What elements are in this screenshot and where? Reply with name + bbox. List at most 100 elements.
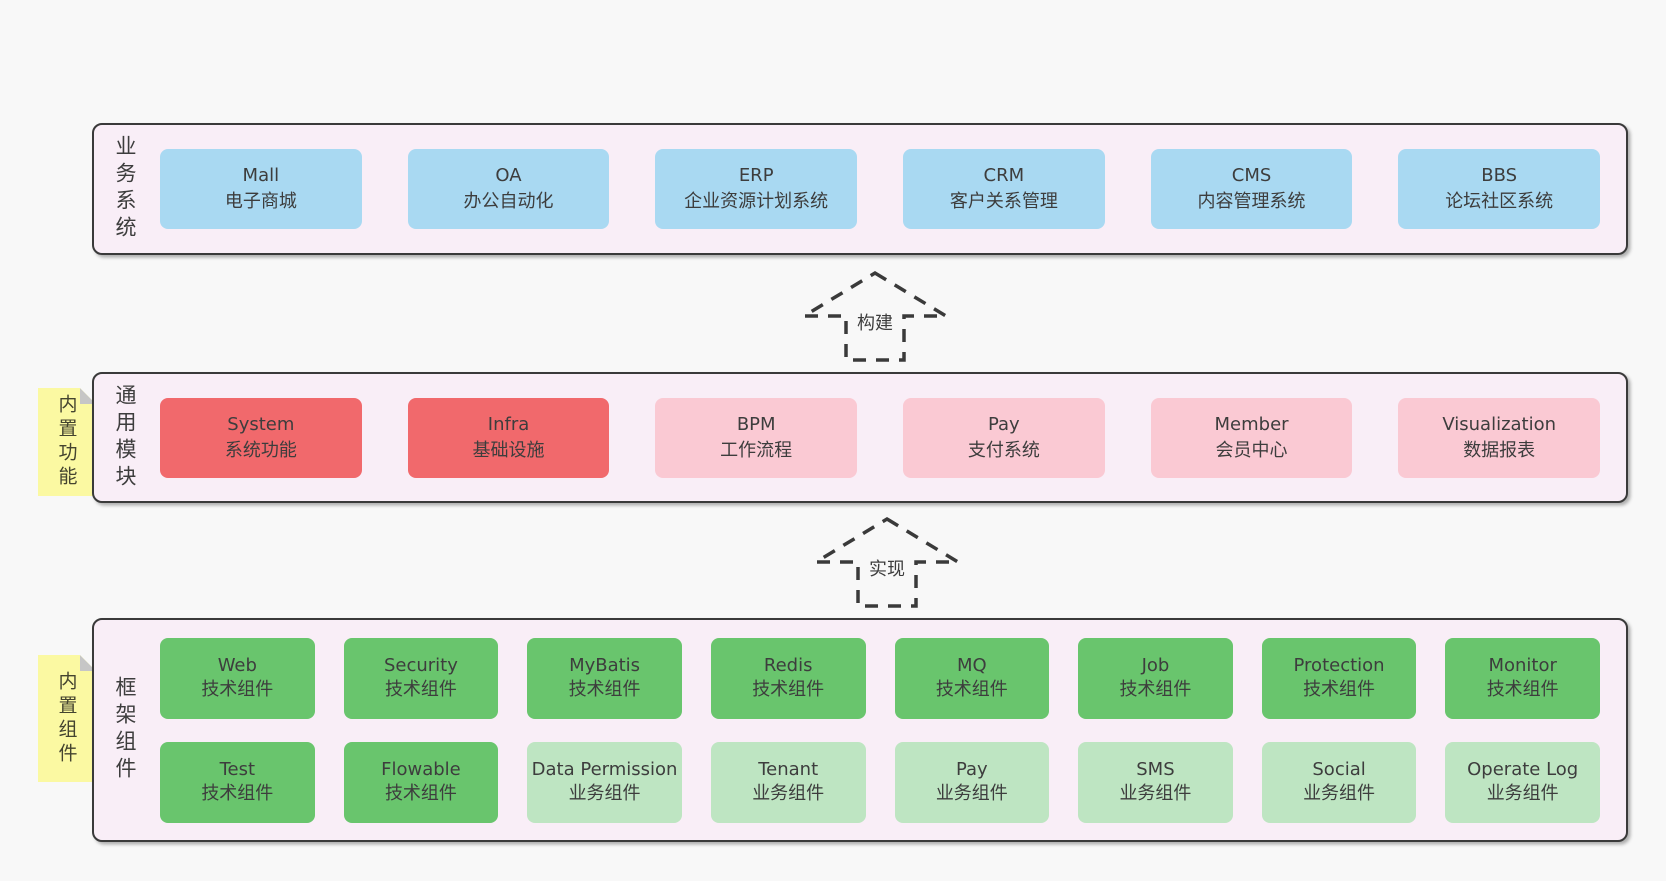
box-desc: 业务组件 <box>935 783 1008 804</box>
module-box-bpm: BPM 工作流程 <box>655 397 858 478</box>
box-name: Protection <box>1293 655 1385 676</box>
box-name: Social <box>1312 759 1366 780</box>
box-name: MyBatis <box>569 655 641 676</box>
business-systems-band: 业务系统 Mall 电子商城 OA 办公自动化 ERP 企业资源计划系统 CRM… <box>92 123 1628 255</box>
module-box-system: System 系统功能 <box>160 397 362 478</box>
box-desc: 技术组件 <box>568 679 641 700</box>
box-desc: 内容管理系统 <box>1197 191 1306 212</box>
box-desc: 业务组件 <box>1486 783 1559 804</box>
box-desc: 工作流程 <box>720 439 793 461</box>
box-name: Monitor <box>1488 655 1557 676</box>
sticky-note-label: 内置功能 <box>55 394 78 490</box>
band-label-business-systems: 业务系统 <box>113 135 137 243</box>
box-desc: 数据报表 <box>1463 439 1536 461</box>
sticky-note-builtin-features: 内置功能 <box>38 388 96 496</box>
box-desc: 技术组件 <box>384 783 457 804</box>
framework-components-band: 框架组件 Web 技术组件 Security 技术组件 MyBatis 技术组件… <box>92 618 1628 842</box>
box-desc: 技术组件 <box>1303 679 1376 700</box>
band-label-framework-components: 框架组件 <box>113 676 137 784</box>
component-box-social: Social 业务组件 <box>1261 741 1417 823</box>
box-desc: 技术组件 <box>201 679 274 700</box>
box-name: CRM <box>983 165 1025 186</box>
component-box-monitor: Monitor 技术组件 <box>1445 637 1600 719</box>
box-desc: 技术组件 <box>752 679 825 700</box>
component-box-operate-log: Operate Log 业务组件 <box>1445 741 1600 823</box>
components-rows: Web 技术组件 Security 技术组件 MyBatis 技术组件 Redi… <box>146 637 1626 823</box>
box-desc: 系统功能 <box>224 439 297 461</box>
box-desc: 客户关系管理 <box>949 191 1058 212</box>
box-name: MQ <box>956 655 987 676</box>
component-box-job: Job 技术组件 <box>1078 637 1233 719</box>
box-desc: 技术组件 <box>935 679 1008 700</box>
component-box-redis: Redis 技术组件 <box>710 637 866 719</box>
components-row-2: Test 技术组件 Flowable 技术组件 Data Permission … <box>160 741 1600 823</box>
business-box-crm: CRM 客户关系管理 <box>903 149 1105 229</box>
business-box-erp: ERP 企业资源计划系统 <box>655 149 858 229</box>
box-name: OA <box>495 165 522 186</box>
box-name: BBS <box>1481 165 1518 186</box>
component-box-pay: Pay 业务组件 <box>894 741 1050 823</box>
common-modules-band: 通用模块 System 系统功能 Infra 基础设施 BPM 工作流程 Pay… <box>92 372 1628 503</box>
box-desc: 企业资源计划系统 <box>684 191 829 212</box>
box-name: Redis <box>763 655 813 676</box>
box-desc: 业务组件 <box>1119 783 1192 804</box>
box-name: Flowable <box>381 759 461 780</box>
box-name: Job <box>1141 655 1170 676</box>
band-label-common-modules: 通用模块 <box>113 383 137 492</box>
component-box-tenant: Tenant 业务组件 <box>710 741 866 823</box>
sticky-note-label: 内置组件 <box>55 670 78 767</box>
box-desc: 会员中心 <box>1215 439 1288 461</box>
box-name: Pay <box>987 413 1020 435</box>
business-box-oa: OA 办公自动化 <box>407 149 610 229</box>
implement-arrow-label: 实现 <box>866 555 908 581</box>
component-box-data-permission: Data Permission 业务组件 <box>527 741 682 823</box>
box-name: Data Permission <box>531 759 678 780</box>
box-name: Infra <box>487 413 530 435</box>
components-row-1: Web 技术组件 Security 技术组件 MyBatis 技术组件 Redi… <box>160 637 1600 719</box>
implement-arrow: 实现 <box>812 514 962 610</box>
component-box-web: Web 技术组件 <box>160 637 315 719</box>
box-name: Member <box>1214 413 1289 435</box>
build-arrow-label: 构建 <box>854 309 896 335</box>
component-box-test: Test 技术组件 <box>160 741 315 823</box>
box-name: CMS <box>1231 165 1272 186</box>
box-desc: 技术组件 <box>1119 679 1192 700</box>
module-box-visualization: Visualization 数据报表 <box>1398 397 1601 478</box>
box-desc: 基础设施 <box>472 439 545 461</box>
business-box-bbs: BBS 论坛社区系统 <box>1398 149 1601 229</box>
box-name: SMS <box>1136 759 1175 780</box>
business-box-mall: Mall 电子商城 <box>160 149 362 229</box>
box-desc: 业务组件 <box>1303 783 1376 804</box>
component-box-mq: MQ 技术组件 <box>894 637 1050 719</box>
module-box-pay: Pay 支付系统 <box>903 397 1105 478</box>
component-box-mybatis: MyBatis 技术组件 <box>527 637 682 719</box>
business-box-cms: CMS 内容管理系统 <box>1150 149 1353 229</box>
box-name: Test <box>219 759 256 780</box>
box-name: Tenant <box>758 759 819 780</box>
box-name: System <box>227 413 295 435</box>
component-box-security: Security 技术组件 <box>343 637 499 719</box>
component-box-protection: Protection 技术组件 <box>1261 637 1417 719</box>
module-box-infra: Infra 基础设施 <box>407 397 610 478</box>
box-name: Mall <box>242 165 280 186</box>
box-desc: 论坛社区系统 <box>1445 191 1554 212</box>
modules-boxes-row: System 系统功能 Infra 基础设施 BPM 工作流程 Pay 支付系统… <box>146 397 1626 478</box>
box-name: Web <box>217 655 257 676</box>
box-name: ERP <box>738 165 774 186</box>
box-desc: 业务组件 <box>752 783 825 804</box>
module-box-member: Member 会员中心 <box>1150 397 1353 478</box>
sticky-note-builtin-components: 内置组件 <box>38 655 96 782</box>
box-name: Operate Log <box>1467 759 1579 780</box>
component-box-sms: SMS 业务组件 <box>1078 741 1233 823</box>
box-desc: 办公自动化 <box>463 191 554 212</box>
component-box-flowable: Flowable 技术组件 <box>343 741 499 823</box>
box-name: BPM <box>736 413 776 435</box>
box-name: Security <box>383 655 458 676</box>
box-desc: 支付系统 <box>967 439 1040 461</box>
box-desc: 技术组件 <box>201 783 274 804</box>
box-desc: 技术组件 <box>384 679 457 700</box>
box-desc: 电子商城 <box>224 191 297 212</box>
business-boxes-row: Mall 电子商城 OA 办公自动化 ERP 企业资源计划系统 CRM 客户关系… <box>146 149 1626 229</box>
box-name: Pay <box>955 759 988 780</box>
